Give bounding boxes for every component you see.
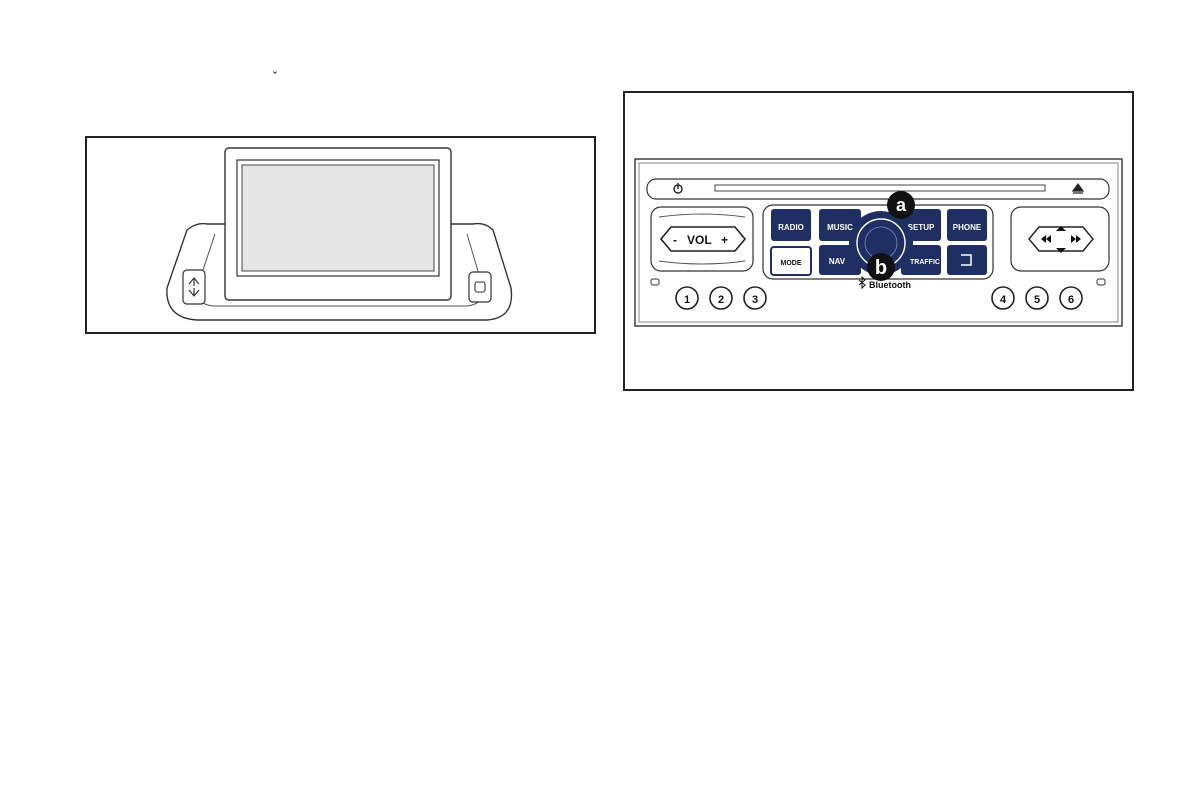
- vol-plus: +: [721, 233, 728, 247]
- phone-label: PHONE: [953, 223, 982, 232]
- arrow-buttons[interactable]: [182, 269, 206, 305]
- screen-toggle-button[interactable]: [468, 271, 492, 303]
- music-button[interactable]: MUSIC: [819, 209, 861, 241]
- rewind-icon: [1041, 235, 1051, 243]
- power-button[interactable]: [673, 183, 683, 194]
- arrow-up-icon: [1056, 226, 1066, 231]
- vol-label: VOL: [687, 233, 712, 247]
- radio-label: RADIO: [778, 223, 804, 232]
- preset-button-2[interactable]: 2: [709, 286, 733, 310]
- screen-illustration: [85, 136, 596, 334]
- mode-label: MODE: [781, 260, 802, 267]
- radio-illustration: - VOL + RADIO MUSIC SETUP PHONE MODE NA: [623, 91, 1134, 391]
- phone-button[interactable]: PHONE: [947, 209, 987, 241]
- callout-a-label: a: [896, 195, 907, 215]
- bluetooth-icon: [858, 275, 866, 290]
- preset-label: 5: [1034, 294, 1040, 306]
- screen-toggle-icon: [474, 281, 486, 293]
- setup-label: SETUP: [908, 223, 935, 232]
- preset-button-3[interactable]: 3: [743, 286, 767, 310]
- mode-button[interactable]: MODE: [770, 246, 812, 276]
- preset-button-1[interactable]: 1: [675, 286, 699, 310]
- eject-button[interactable]: [1071, 182, 1085, 194]
- nav-label: NAV: [829, 257, 846, 266]
- callout-b-label: b: [875, 257, 887, 279]
- stray-mark: ˇ: [273, 71, 277, 83]
- preset-button-4[interactable]: 4: [991, 286, 1015, 310]
- preset-label: 1: [684, 294, 690, 306]
- radio-button[interactable]: RADIO: [771, 209, 811, 241]
- callout-a: a: [887, 191, 915, 219]
- back-button[interactable]: [947, 245, 987, 275]
- preset-label: 4: [1000, 294, 1007, 306]
- volume-rocker[interactable]: - VOL +: [659, 226, 747, 252]
- callout-b: b: [867, 253, 895, 281]
- traffic-label: TRAFFIC: [910, 259, 940, 266]
- preset-label: 2: [718, 294, 724, 306]
- arrow-up-icon: [188, 277, 200, 286]
- arrow-down-icon: [1056, 248, 1066, 253]
- screen-drawing: [166, 147, 513, 321]
- preset-label: 3: [752, 294, 758, 306]
- bluetooth-text: Bluetooth: [869, 280, 911, 290]
- arrow-down-icon: [188, 288, 200, 297]
- bluetooth-label: Bluetooth: [858, 275, 911, 290]
- preset-button-6[interactable]: 6: [1059, 286, 1083, 310]
- central-knob[interactable]: [849, 211, 913, 275]
- music-label: MUSIC: [827, 223, 853, 232]
- preset-label: 6: [1068, 294, 1074, 306]
- eject-icon: [1071, 182, 1085, 194]
- radio-drawing: - VOL + RADIO MUSIC SETUP PHONE MODE NA: [634, 158, 1123, 327]
- directional-pad[interactable]: [1028, 226, 1094, 253]
- screen-display: [241, 164, 435, 272]
- fast-forward-icon: [1071, 235, 1081, 243]
- vol-minus: -: [673, 233, 677, 247]
- preset-button-5[interactable]: 5: [1025, 286, 1049, 310]
- back-icon: [961, 254, 972, 266]
